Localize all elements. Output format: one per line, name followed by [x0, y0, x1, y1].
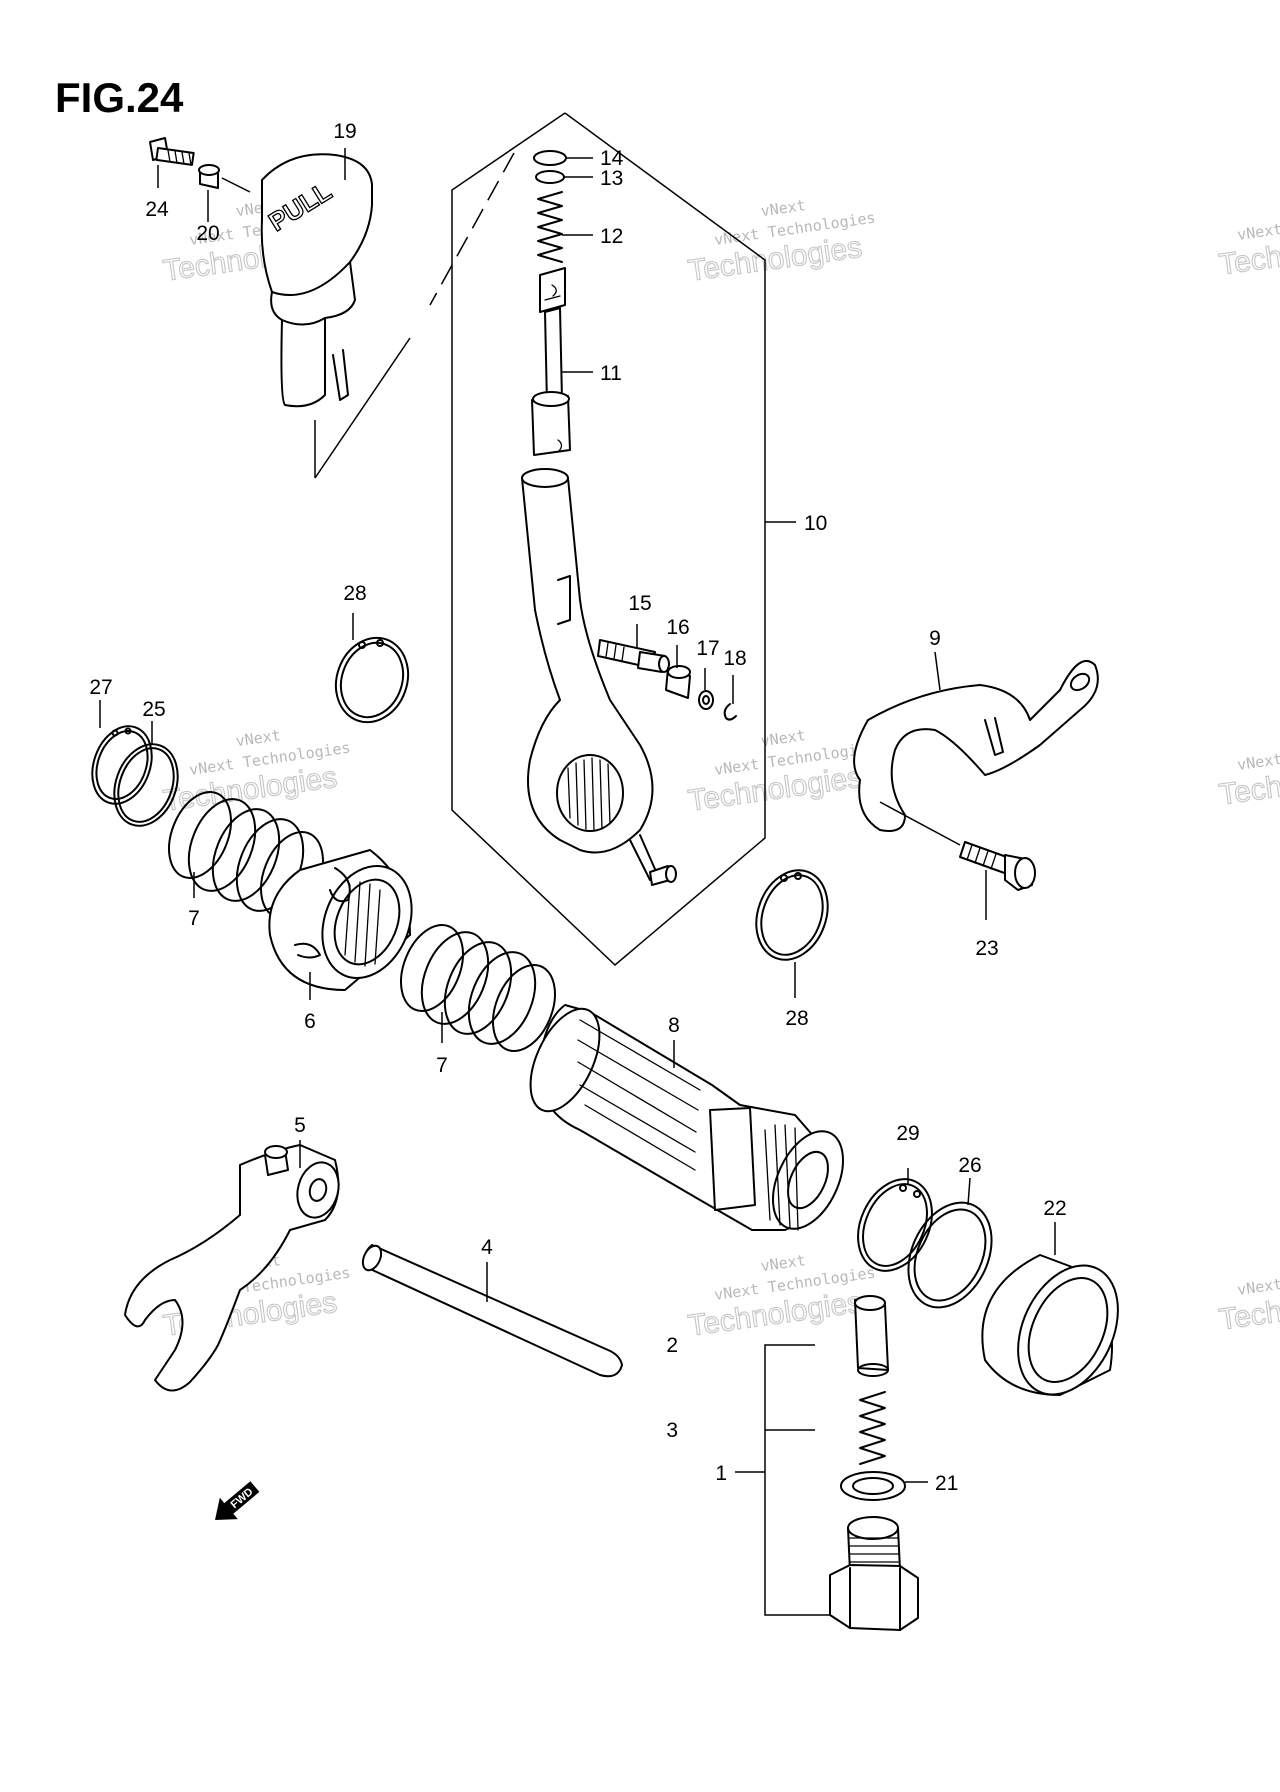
callout-15: 15 — [628, 592, 651, 615]
collar-16 — [665, 665, 691, 699]
shift-fork-5 — [124, 1144, 340, 1392]
callout-23: 23 — [975, 937, 998, 960]
shift-rod-11 — [531, 267, 571, 456]
callout-26: 26 — [958, 1154, 981, 1177]
rod-4 — [361, 1244, 623, 1378]
callout-10: 10 — [804, 512, 827, 535]
watermark-6: vNext vNext Technologies Technologies — [686, 1251, 877, 1343]
callout-4: 4 — [481, 1236, 493, 1259]
watermark-small: vNext Technologies — [1236, 1259, 1280, 1299]
watermark-brand: vNext — [760, 726, 807, 750]
washer-21 — [840, 1471, 906, 1501]
callout-16: 16 — [666, 616, 689, 639]
callout-28-upper: 28 — [343, 582, 366, 605]
circlip-28-upper — [334, 636, 410, 724]
spring-12 — [537, 191, 563, 263]
callout-6: 6 — [304, 1010, 316, 1033]
callout-20: 20 — [196, 222, 219, 245]
ring-13 — [535, 170, 565, 184]
detent-plug-2 — [854, 1295, 889, 1377]
collar-20 — [198, 164, 220, 189]
callout-8: 8 — [668, 1014, 680, 1037]
callout-11: 11 — [600, 362, 622, 385]
clip-18 — [723, 703, 737, 721]
callout-21: 21 — [935, 1472, 958, 1495]
callout-18: 18 — [723, 647, 746, 670]
circlip-29 — [857, 1178, 933, 1272]
pin-15 — [597, 639, 670, 673]
shift-fork-9 — [853, 659, 1099, 832]
callout-27: 27 — [89, 676, 112, 699]
callout-28-lower: 28 — [785, 1007, 808, 1030]
washer-17 — [698, 690, 714, 710]
watermark-edge-1: vNext Technologies Technologies — [1216, 204, 1280, 283]
spring-7-middle — [400, 923, 556, 1053]
callout-19: 19 — [333, 120, 356, 143]
callout-14: 14 — [600, 147, 624, 170]
watermark-4: vNext vNext Technologies Technologies — [686, 726, 877, 818]
callout-22: 22 — [1043, 1197, 1066, 1220]
callout-labels: 2 3 1 4 5 6 7 7 8 9 10 11 12 13 14 15 16… — [89, 120, 1066, 1495]
watermark-brand: vNext — [235, 726, 282, 750]
callout-25: 25 — [142, 698, 165, 721]
callout-7-left: 7 — [188, 907, 200, 930]
assembly-outline-10 — [429, 112, 766, 967]
bolt-24 — [149, 137, 195, 166]
leader-lines — [99, 148, 1056, 1483]
callout-17: 17 — [696, 637, 719, 660]
watermark-brand: vNext — [760, 196, 807, 220]
watermark-2: vNext vNext Technologies Technologies — [686, 196, 877, 288]
detent-bolt-1 — [829, 1516, 919, 1631]
callout-2: 2 — [666, 1334, 678, 1357]
callout-24: 24 — [145, 198, 169, 221]
watermark-3: vNext vNext Technologies Technologies — [161, 726, 352, 818]
callout-29: 29 — [896, 1122, 919, 1145]
callout-7-middle: 7 — [436, 1054, 448, 1077]
washer-26 — [907, 1201, 993, 1309]
bearing-22 — [981, 1254, 1119, 1396]
watermark-small: vNext Technologies — [1236, 204, 1280, 244]
ring-14 — [533, 150, 567, 166]
shift-knob: PULL — [260, 153, 373, 408]
callout-1: 1 — [715, 1462, 727, 1485]
shift-arm-10 — [521, 468, 677, 886]
detent-spring-3 — [859, 1391, 886, 1465]
figure-title: FIG.24 — [55, 74, 184, 121]
callout-13: 13 — [600, 167, 623, 190]
callout-9: 9 — [929, 627, 941, 650]
watermark-edge-2: vNext Technologies Technologies — [1216, 734, 1280, 813]
bracket-1 — [735, 1344, 830, 1616]
circlip-28-lower — [755, 869, 829, 961]
callout-3: 3 — [666, 1419, 678, 1442]
washer-25 — [113, 743, 179, 827]
shaft-8 — [529, 1004, 844, 1231]
fwd-arrow-icon: FWD — [215, 1481, 260, 1520]
callout-12: 12 — [600, 225, 623, 248]
circlip-27 — [91, 725, 153, 805]
watermark-small: vNext Technologies — [1236, 734, 1280, 774]
sleeve-6 — [268, 849, 413, 991]
bolt-23 — [959, 841, 1036, 891]
watermark-brand: vNext — [760, 1251, 807, 1275]
watermark-edge-3: vNext Technologies Technologies — [1216, 1259, 1280, 1338]
callout-5: 5 — [294, 1114, 306, 1137]
